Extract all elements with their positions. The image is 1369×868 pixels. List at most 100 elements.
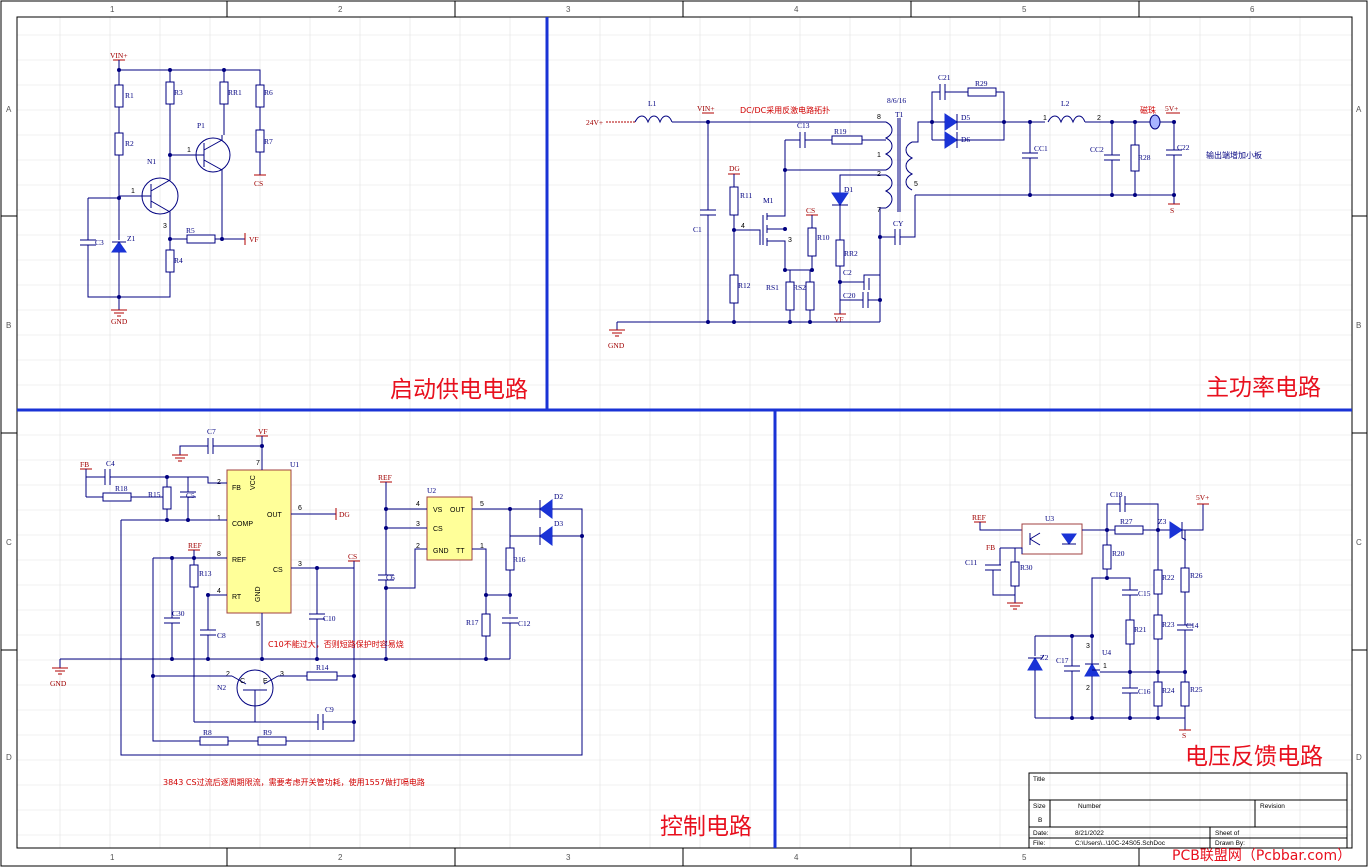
label-z3: Z3	[1158, 517, 1167, 526]
resistor-r13	[189, 564, 199, 588]
label-r2: R2	[125, 139, 134, 148]
label-u3: U3	[1045, 514, 1054, 523]
label-r16: R16	[513, 555, 526, 564]
svg-text:1: 1	[480, 543, 484, 550]
resistor-r23	[1153, 614, 1163, 640]
resistor-r1	[114, 84, 124, 108]
row-label-b: B	[6, 321, 11, 330]
col-label-3: 3	[566, 5, 571, 14]
resistor-rr1	[219, 81, 229, 105]
5v-net-label-power: 5V+	[1165, 104, 1178, 113]
label-c6: C6	[386, 573, 395, 582]
label-winding: 8/6/16	[887, 96, 906, 105]
label-c14: C14	[1186, 621, 1199, 630]
row-label-a-right: A	[1356, 105, 1362, 114]
vin-net-label-power: VIN+	[697, 104, 715, 113]
col-label-3-bottom: 3	[566, 853, 571, 862]
resistor-r18	[102, 492, 132, 502]
u1-pin-vcc: VCC	[250, 475, 257, 490]
label-r20: R20	[1112, 549, 1125, 558]
ref-net-label-u2: REF	[378, 473, 392, 482]
svg-text:2: 2	[1097, 115, 1101, 122]
label-rr1: RR1	[228, 88, 242, 97]
output-board-note: 输出端增加小板	[1206, 150, 1262, 160]
label-t1: T1	[895, 110, 904, 119]
col-label-2-bottom: 2	[338, 853, 343, 862]
vf-net-label-startup: VF	[249, 235, 259, 244]
label-u1: U1	[290, 460, 299, 469]
label-rr2: RR2	[844, 249, 858, 258]
col-label-5-bottom: 5	[1022, 853, 1027, 862]
s-net-label-feedback: S	[1182, 731, 1186, 740]
section-title-startup: 启动供电电路	[390, 377, 528, 403]
label-n1: N1	[147, 157, 156, 166]
resistor-r9	[257, 736, 287, 746]
svg-text:2: 2	[1086, 685, 1090, 692]
label-d5: D5	[961, 113, 970, 122]
label-d2: D2	[554, 492, 563, 501]
label-r4: R4	[174, 256, 183, 265]
label-m1: M1	[763, 196, 774, 205]
title-block-file-label: File:	[1033, 840, 1045, 847]
svg-text:4: 4	[741, 223, 745, 230]
zener-z3	[1169, 521, 1183, 539]
svg-text:1: 1	[1043, 115, 1047, 122]
title-block: Title Size B Number Revision Date: 8/21/…	[1028, 772, 1348, 849]
label-c7: C7	[207, 427, 216, 436]
resistor-r26	[1180, 567, 1190, 593]
svg-text:2: 2	[416, 543, 420, 550]
u1-pin-out: OUT	[267, 512, 283, 519]
svg-text:1: 1	[131, 188, 135, 195]
label-r28: R28	[1138, 153, 1151, 162]
title-block-file-value: C:\Users\..\10C-24S05.SchDoc	[1075, 840, 1166, 847]
u1-pin-fb: FB	[232, 485, 241, 492]
feedback-circuit: REF U3 FB C11 R30 C18 R27 Z3 5V+	[965, 490, 1209, 740]
diode-d3	[539, 526, 553, 546]
label-c2: C2	[843, 268, 852, 277]
label-c16: C16	[1138, 687, 1151, 696]
svg-text:1: 1	[877, 152, 881, 159]
title-block-date-value: 8/21/2022	[1075, 830, 1104, 837]
label-c9: C9	[325, 705, 334, 714]
svg-text:3: 3	[298, 561, 302, 568]
label-r27: R27	[1120, 517, 1133, 526]
diode-d5	[944, 113, 958, 131]
cs-net-label-control: CS	[348, 552, 357, 561]
label-c1: C1	[693, 225, 702, 234]
title-block-drawn-label: Drawn By:	[1215, 840, 1245, 847]
u1-pin-comp: COMP	[232, 521, 253, 528]
label-r7: R7	[264, 137, 273, 146]
label-c17: C17	[1056, 656, 1069, 665]
resistor-r3	[165, 81, 175, 105]
label-l2: L2	[1061, 99, 1070, 108]
resistor-r25	[1180, 681, 1190, 707]
ic-u2	[426, 496, 473, 561]
label-c12: C12	[518, 619, 531, 628]
col-label-4-bottom: 4	[794, 853, 799, 862]
resistor-r5	[186, 234, 216, 244]
svg-text:5: 5	[256, 621, 260, 628]
col-label-5: 5	[1022, 5, 1027, 14]
resistor-r6	[255, 84, 265, 108]
label-r26: R26	[1190, 571, 1203, 580]
label-r14: R14	[316, 663, 329, 672]
s-net-label-power: S	[1170, 206, 1174, 215]
col-label-1: 1	[110, 5, 115, 14]
c10-warning-note: C10不能过大，否则短路保护时容易烧	[268, 639, 404, 649]
label-c22: C22	[1177, 143, 1190, 152]
title-block-date-label: Date:	[1033, 830, 1049, 837]
startup-circuit: VIN+ R1 R2 R3 RR1 R6 R7 CS P	[80, 51, 273, 326]
svg-text:7: 7	[256, 460, 260, 467]
label-r3: R3	[174, 88, 183, 97]
power-circuit: 24V+ L1 VIN+ DC/DC采用反激电路拓扑 C1 8/6/16 T1 …	[586, 73, 1262, 350]
title-block-title-label: Title	[1033, 776, 1045, 783]
bead-note: 磁珠	[1140, 105, 1156, 115]
resistor-r17	[481, 613, 491, 637]
label-c11: C11	[965, 558, 977, 567]
u2-pin-tt: TT	[456, 548, 465, 555]
row-label-d-right: D	[1356, 753, 1362, 762]
label-r30: R30	[1020, 563, 1033, 572]
u1-pin-rt: RT	[232, 594, 242, 601]
svg-text:8: 8	[877, 114, 881, 121]
